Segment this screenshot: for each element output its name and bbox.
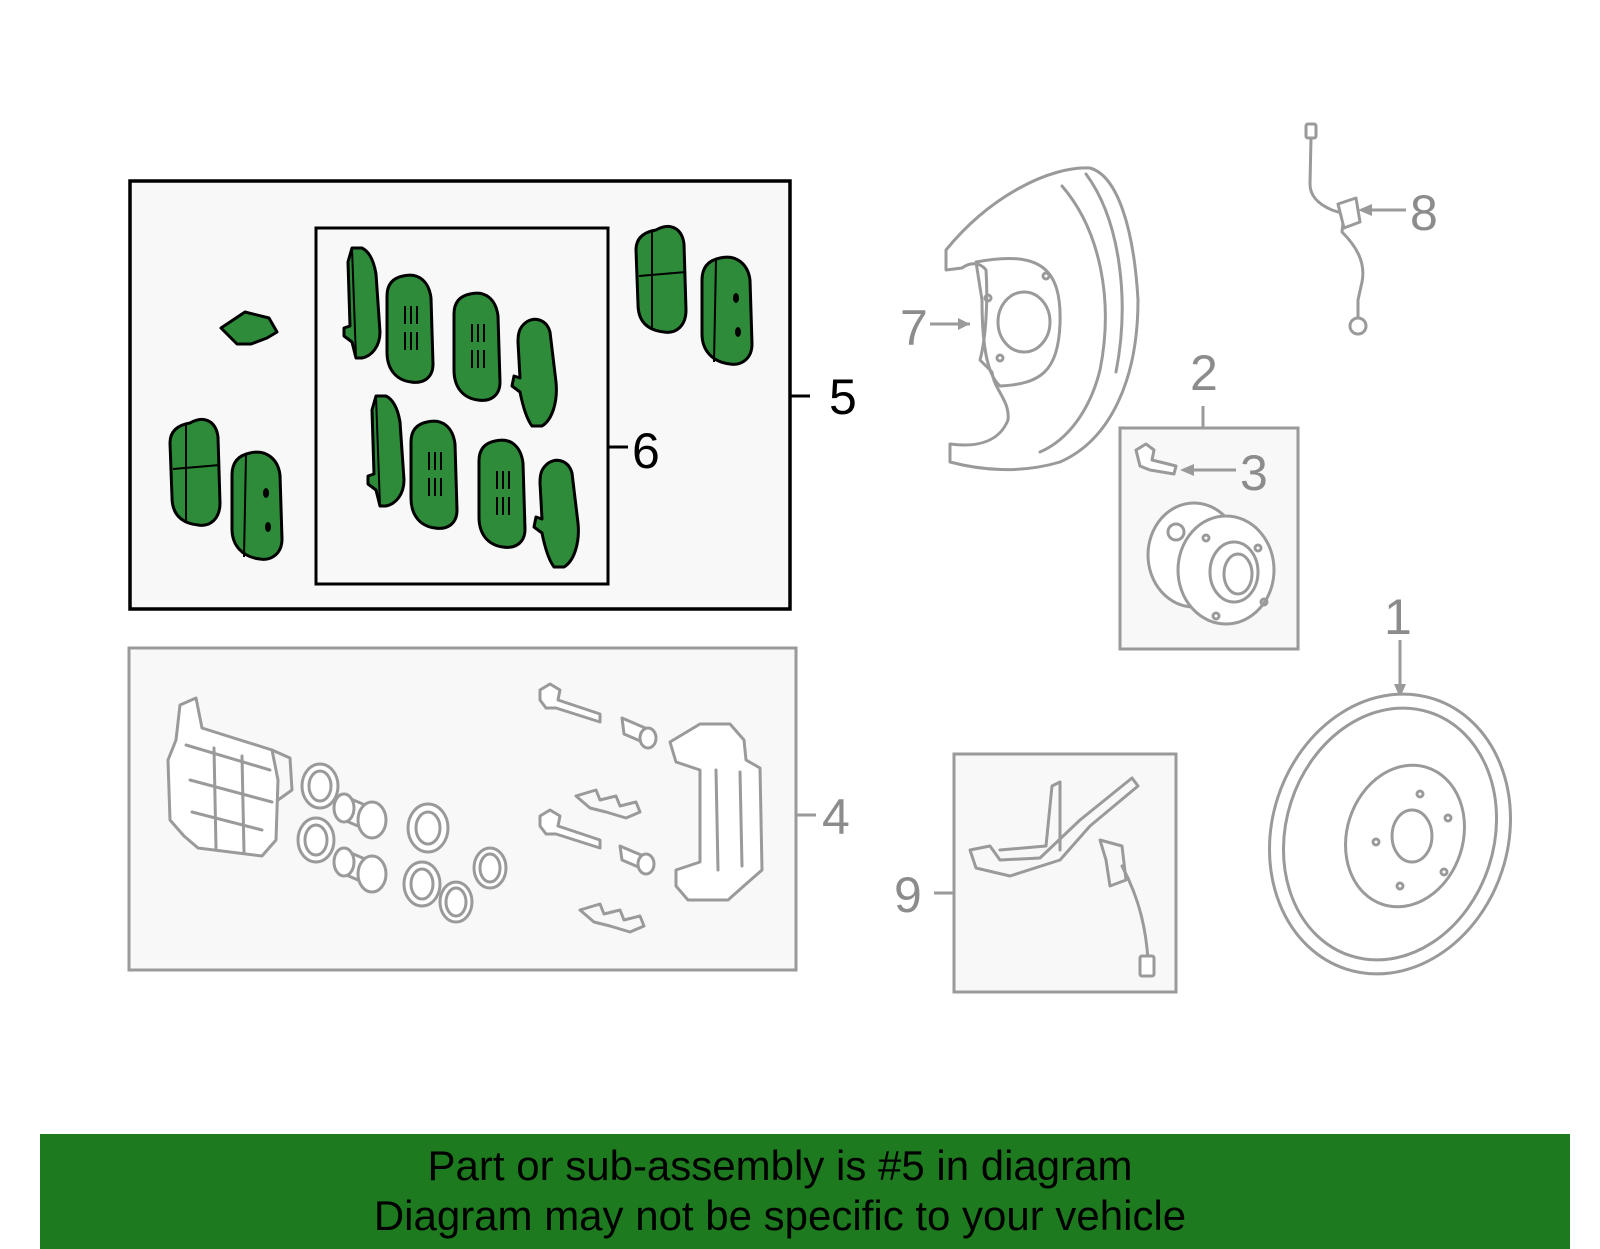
brake-pad-right-inner (634, 224, 688, 334)
brake-pad-left-outer (230, 450, 284, 561)
brake-pad-left-inner (168, 417, 222, 527)
dust-shield (944, 166, 1140, 472)
brake-hose (1304, 122, 1368, 336)
abs-sensor (968, 776, 1156, 978)
banner-line-1: Part or sub-assembly is #5 in diagram (427, 1142, 1133, 1189)
callout-5: 5 (829, 369, 857, 425)
callout-4: 4 (822, 789, 850, 845)
brake-rotor (1268, 692, 1512, 976)
shim-plate (219, 310, 279, 346)
brake-pad-right-outer (700, 255, 754, 366)
callout-6: 6 (632, 423, 660, 479)
caliper-assembly (166, 682, 764, 934)
banner-line-2: Diagram may not be specific to your vehi… (373, 1192, 1187, 1239)
info-banner: Part or sub-assembly is #5 in diagram Di… (40, 1134, 1570, 1249)
callout-1: 1 (1384, 589, 1412, 645)
callout-2: 2 (1190, 345, 1218, 401)
hub-bearing (1134, 442, 1276, 626)
callout-8: 8 (1410, 185, 1438, 241)
callout-7: 7 (900, 300, 928, 356)
callout-3: 3 (1240, 445, 1268, 501)
callout-9: 9 (894, 867, 922, 923)
